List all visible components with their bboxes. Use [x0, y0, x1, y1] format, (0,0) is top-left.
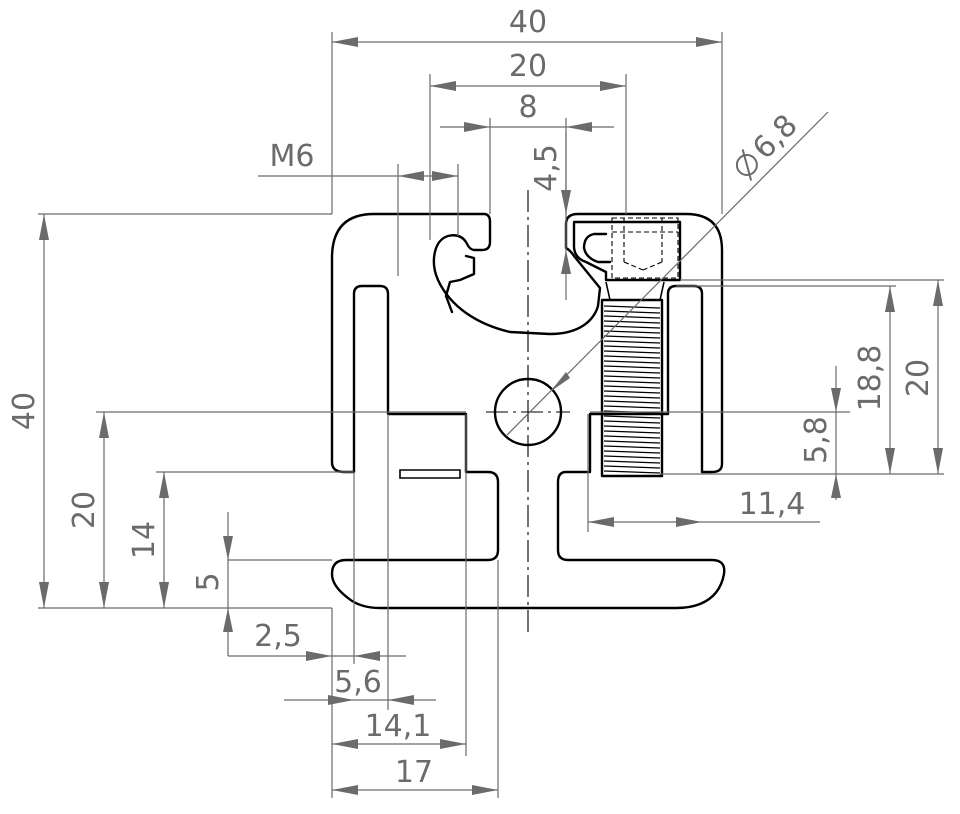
arrowheads — [39, 37, 943, 795]
thread-line — [603, 405, 661, 409]
thread-line — [603, 440, 661, 444]
left-hook-lip — [444, 254, 476, 314]
thread-line — [603, 370, 661, 374]
thread-line — [603, 320, 661, 324]
socket-cone-r — [642, 261, 663, 271]
thread-line — [603, 465, 661, 469]
thread-line — [603, 385, 661, 389]
thread-line — [603, 420, 661, 424]
thread-line — [603, 460, 661, 464]
dim-4-5: 4,5 — [529, 144, 564, 192]
dim-bottom-5-6: 5,6 — [334, 665, 382, 700]
socket-cone-l — [623, 261, 644, 271]
thread-line — [603, 330, 661, 334]
profile-outline — [330, 212, 726, 610]
dim-right-20: 20 — [901, 359, 936, 397]
center-lines — [486, 190, 570, 634]
screw-cap-hook — [582, 232, 612, 264]
dim-height-40: 40 — [7, 392, 42, 430]
dim-height-14: 14 — [127, 521, 162, 559]
dim-bottom-2-5: 2,5 — [254, 619, 302, 654]
thread-line — [603, 415, 661, 419]
thread-line — [603, 390, 661, 394]
thread-line — [603, 340, 661, 344]
thread-line — [603, 345, 661, 349]
screw — [572, 217, 682, 478]
thread-line — [603, 350, 661, 354]
profile-body — [330, 212, 726, 610]
dim-thread-m6: M6 — [270, 139, 315, 174]
thread-line — [603, 470, 661, 474]
thread-line — [603, 335, 661, 339]
thread-line — [603, 395, 661, 399]
screw-head-slot — [572, 220, 682, 282]
dim-width-40: 40 — [509, 5, 547, 40]
thread-line — [603, 325, 661, 329]
thread-line — [603, 310, 661, 314]
dim-width-20: 20 — [509, 49, 547, 84]
thread-line — [603, 455, 661, 459]
thread-line — [603, 435, 661, 439]
dim-right-11-4: 11,4 — [739, 487, 806, 522]
screw-threads — [603, 305, 661, 474]
thread-line — [603, 365, 661, 369]
dim-bottom-17: 17 — [395, 755, 433, 790]
thread-line — [603, 305, 661, 309]
dim-bottom-14-1: 14,1 — [365, 709, 432, 744]
dimension-lines — [38, 32, 944, 798]
dim-height-5: 5 — [191, 572, 226, 591]
screw-neck — [605, 281, 665, 301]
dim-right-18-8: 18,8 — [853, 345, 888, 412]
thread-line — [603, 380, 661, 384]
nut-slot-left — [399, 469, 461, 479]
thread-line — [603, 445, 661, 449]
thread-line — [603, 375, 661, 379]
thread-line — [603, 425, 661, 429]
thread-line — [603, 430, 661, 434]
screw-shank — [600, 298, 664, 478]
thread-line — [603, 315, 661, 319]
dimension-labels: 40 20 8 M6 4,5 6,8 40 20 14 5 20 18,8 5,… — [7, 5, 936, 790]
thread-line — [603, 400, 661, 404]
dim-height-20: 20 — [67, 491, 102, 529]
dim-right-5-8: 5,8 — [799, 416, 834, 464]
dim-width-8: 8 — [518, 90, 537, 125]
screw-head-hidden — [611, 217, 679, 279]
thread-line — [603, 355, 661, 359]
thread-line — [603, 450, 661, 454]
thread-line — [603, 360, 661, 364]
